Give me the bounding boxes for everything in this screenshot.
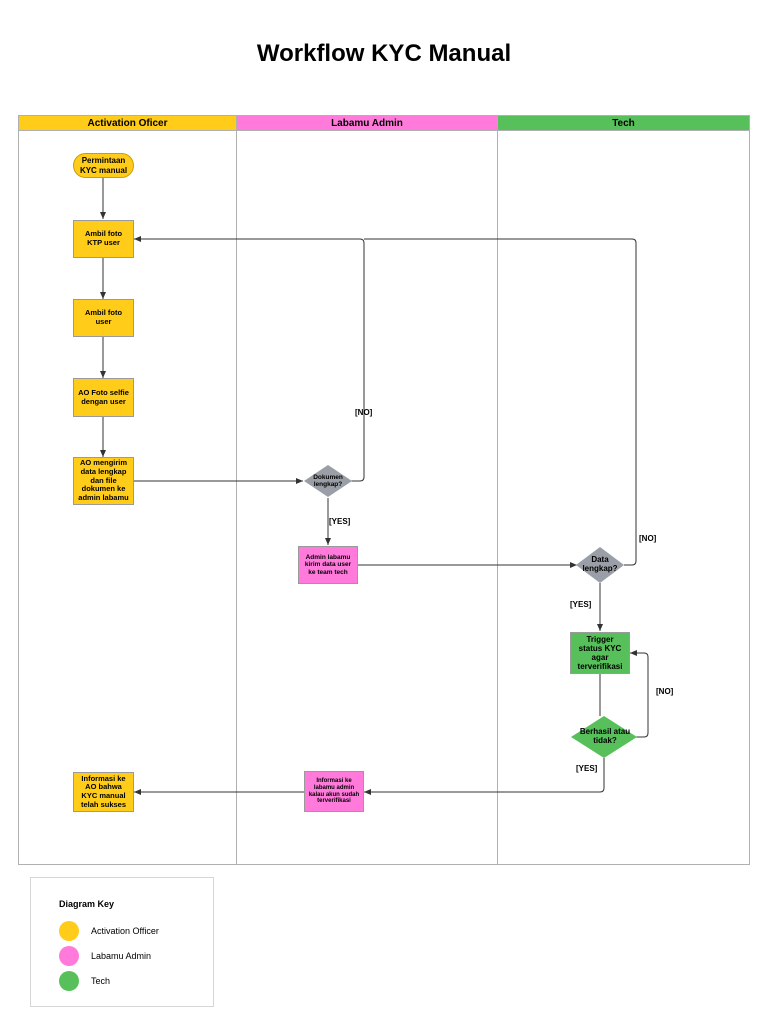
diagram-key-title: Diagram Key <box>59 899 115 909</box>
node-take-user-photo: Ambil foto user <box>73 299 134 337</box>
key-item-activation-officer: Activation Officer <box>59 921 159 941</box>
edge-label-data-no: [NO] <box>639 534 657 543</box>
node-admin-send-data: Admin labamu kirim data user ke team tec… <box>298 546 358 584</box>
edge-label-success-no: [NO] <box>656 687 674 696</box>
edge-data-no-to-ktp <box>364 238 637 566</box>
page-title: Workflow KYC Manual <box>256 40 512 67</box>
node-ao-selfie: AO Foto selfie dengan user <box>73 378 134 417</box>
edge-label-success-yes: [YES] <box>576 764 598 773</box>
diamond-data-complete <box>576 547 624 583</box>
node-take-ktp-photo: Ambil foto KTP user <box>73 220 134 258</box>
edge-label-docs-no: [NO] <box>355 408 373 417</box>
edge-label-data-yes: [YES] <box>570 600 592 609</box>
edge-docs-no-to-ktp <box>134 236 365 482</box>
node-ao-send-docs: AO mengirim data lengkap dan file dokume… <box>73 457 134 505</box>
lane-header-tech: Tech <box>497 115 750 131</box>
key-item-labamu-admin: Labamu Admin <box>59 946 151 966</box>
node-trigger-kyc: Trigger status KYC agar terverifikasi <box>570 632 630 674</box>
key-label-tech: Tech <box>91 976 111 986</box>
key-label-labamu-admin: Labamu Admin <box>91 951 152 961</box>
lane-tech <box>497 131 750 865</box>
key-swatch-tech <box>59 971 79 991</box>
edge-success-yes-to-admin-inform <box>364 758 605 795</box>
label-success-check: Berhasil atau tidak? <box>579 727 631 745</box>
label-docs-complete: Dokumen lengkap? <box>313 473 343 488</box>
edge-label-docs-yes: [YES] <box>329 517 351 526</box>
node-start-request: Permintaan KYC manual <box>73 153 134 178</box>
diamond-docs-complete <box>304 465 352 497</box>
node-inform-admin: Informasi ke labamu admin kalau akun sud… <box>304 771 364 812</box>
key-swatch-activation-officer <box>59 921 79 941</box>
edge-success-no-to-trigger <box>630 650 649 738</box>
node-inform-ao: Informasi ke AO bahwa KYC manual telah s… <box>73 772 134 812</box>
key-item-tech: Tech <box>59 971 110 991</box>
label-data-complete: Data lengkap? <box>582 555 618 573</box>
diamond-success <box>571 716 637 758</box>
key-label-activation-officer: Activation Officer <box>91 926 159 936</box>
diagram-key: Diagram Key Activation Officer Labamu Ad… <box>30 877 214 1007</box>
key-swatch-labamu-admin <box>59 946 79 966</box>
